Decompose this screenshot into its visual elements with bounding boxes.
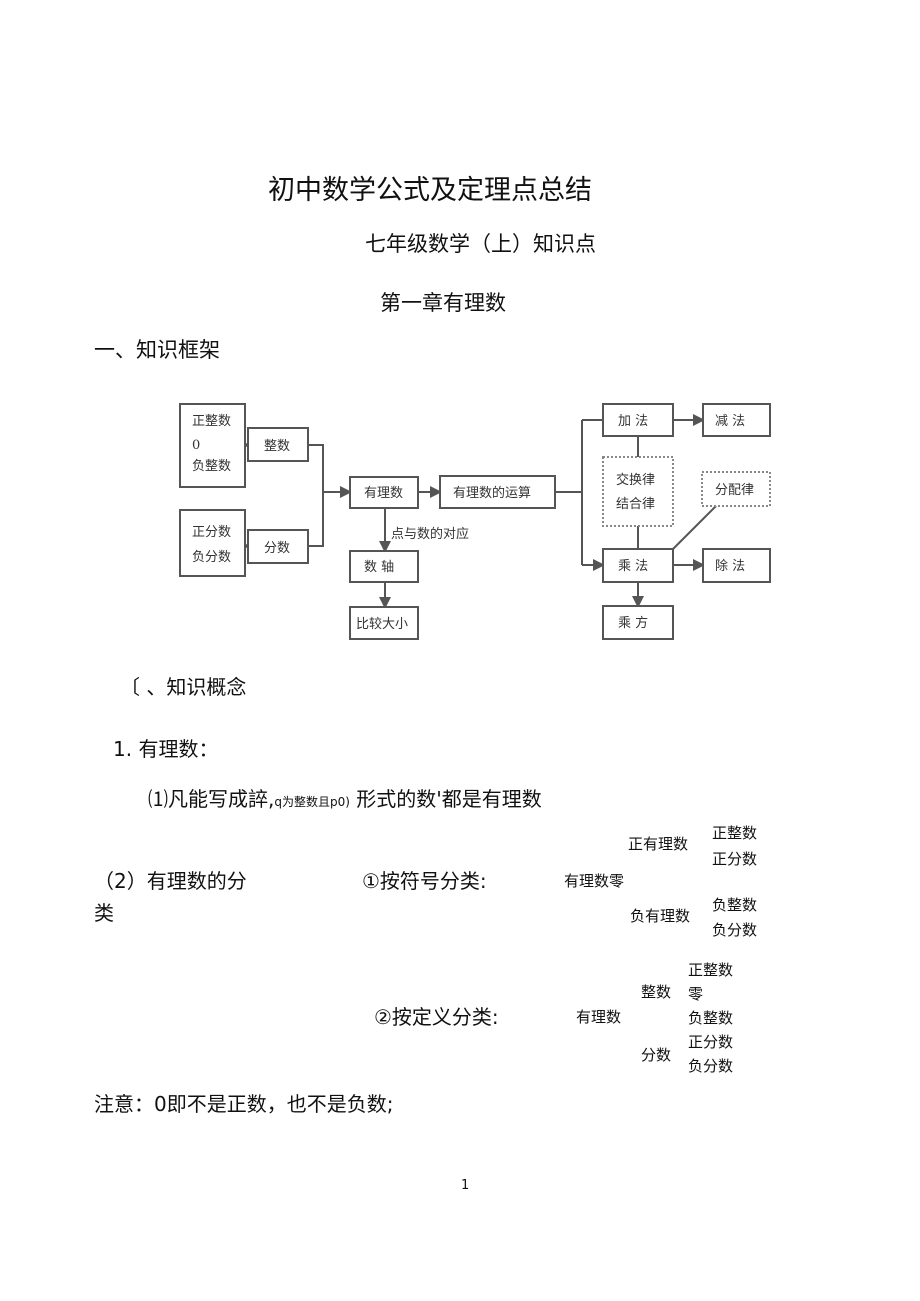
node-commutative: 交换律 [616,472,655,488]
item-heading: 1. 有理数： [113,737,219,761]
section-heading: 一、知识框架 [94,338,220,362]
classify-by-sign-label: ①按符号分类: [362,869,487,893]
tree-node: 分数 [641,1046,672,1064]
definition-end: 形式的数'都是有理数 [356,787,542,811]
section-heading: 〔 、知识概念 [120,675,247,699]
chapter-title: 第一章有理数 [380,291,506,315]
classify-by-definition-label: ②按定义分类: [374,1005,499,1029]
node-rational: 有理数 [364,486,403,501]
page-title: 初中数学公式及定理点总结 [268,175,592,206]
item-heading: （2）有理数的分 [94,869,247,893]
tree-node: 整数 [641,983,672,1001]
tree-leaf: 正整数 [712,824,758,842]
tree-leaf: 正分数 [688,1033,734,1051]
definition-line: ⑴凡能写成誶,q为整数且p0) 形式的数'都是有理数 [148,783,542,812]
node-positive-fraction: 正分数 [192,525,231,540]
node-multiply: 乘 法 [618,559,648,574]
node-zero: 0 [192,438,200,453]
tree-leaf: 负分数 [712,921,758,939]
node-fractions: 分数 [264,541,290,556]
label-correspondence: 点与数的对应 [391,526,469,542]
node-power: 乘 方 [618,615,648,631]
tree-root: 有理数 [576,1008,622,1026]
node-operations: 有理数的运算 [453,485,531,501]
tree-leaf: 负分数 [688,1057,734,1075]
tree-leaf: 负整数 [712,896,758,914]
node-negative-fraction: 负分数 [192,550,231,565]
node-integers: 整数 [264,439,290,454]
note: 注意：0即不是正数，也不是负数; [94,1092,394,1116]
knowledge-framework-diagram: 正整数 0 负整数 整数 正分数 负分数 分数 有理数 有理数的运算 点与数的对… [179,403,771,640]
subtitle: 七年级数学（上）知识点 [365,232,596,256]
node-divide: 除 法 [715,559,745,574]
node-associative: 结合律 [616,497,655,512]
tree-root: 有理数零 [564,872,625,890]
tree-leaf: 正整数 [688,961,734,979]
tree-leaf: 负整数 [688,1009,734,1027]
tree-node: 正有理数 [628,835,689,853]
tree-node: 负有理数 [630,907,691,925]
node-number-line: 数 轴 [364,560,394,575]
node-subtract: 减 法 [715,414,745,429]
tree-leaf: 正分数 [712,850,758,868]
node-negative-integer: 负整数 [192,459,231,474]
definition-small: q为整数且p0) [274,795,350,809]
node-positive-integer: 正整数 [192,414,231,429]
item-heading-cont: 类 [94,901,114,925]
tree-leaf: 零 [688,985,704,1003]
page-number: 1 [461,1178,470,1193]
node-add: 加 法 [618,414,648,429]
definition-start: ⑴凡能写成誶, [148,787,275,811]
node-distributive: 分配律 [715,483,754,498]
node-compare: 比较大小 [356,617,408,632]
